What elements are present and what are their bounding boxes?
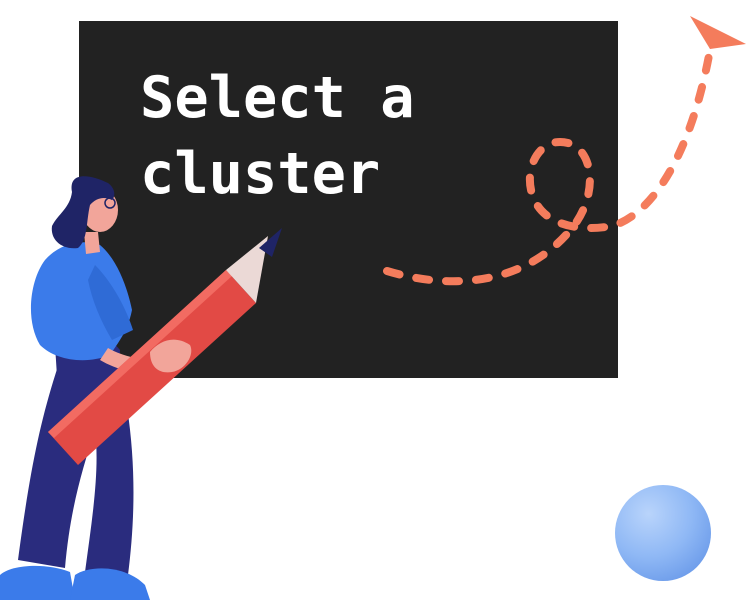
dashed-loop-arrow-icon	[383, 16, 746, 286]
pencil-icon	[48, 228, 282, 465]
woman-holding-pencil-illustration	[0, 176, 282, 600]
ball-icon	[615, 485, 711, 581]
chalkboard	[79, 21, 618, 378]
board-title: Select a cluster	[140, 65, 415, 207]
